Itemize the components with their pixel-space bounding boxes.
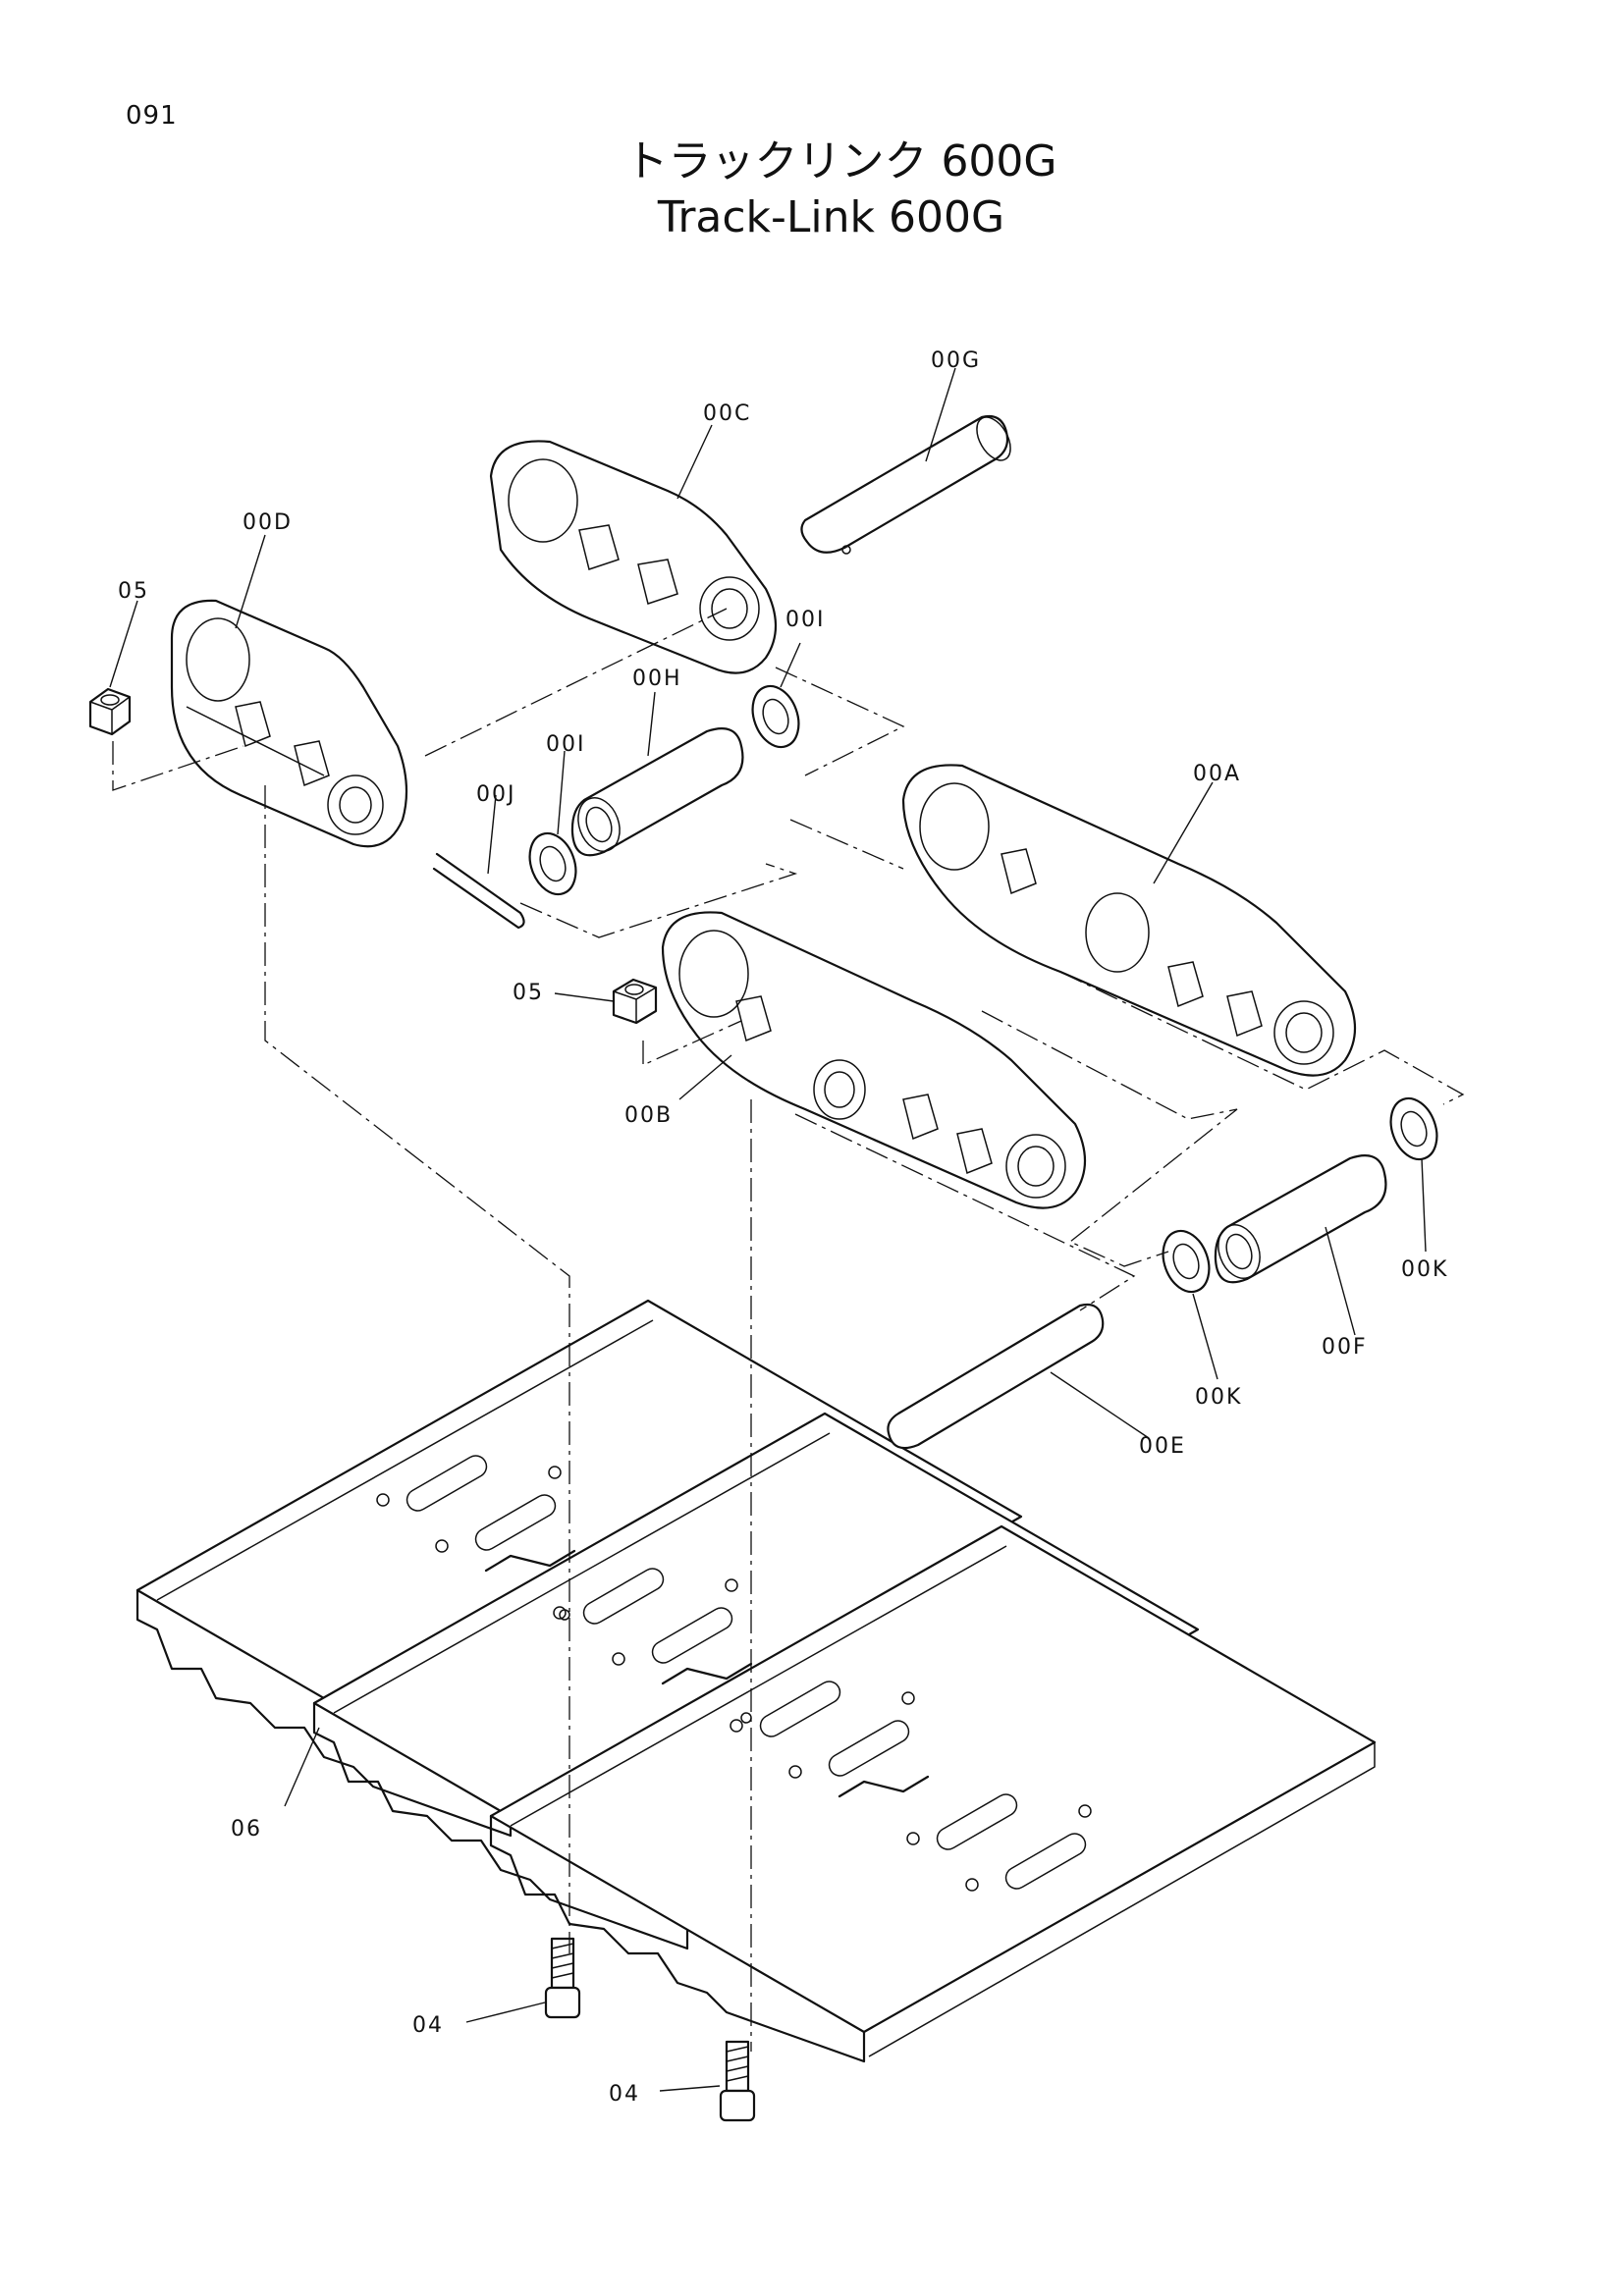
callout-00J: 00J <box>476 782 515 807</box>
seal-00I-right <box>751 684 800 749</box>
callout-labels: 00G 00C 00D 05 00I 00H 00I 00J 00A 05 00… <box>118 348 1448 2107</box>
seal-00K-lower <box>1162 1229 1211 1294</box>
page-number: 091 <box>126 101 178 131</box>
callout-00F: 00F <box>1322 1335 1368 1360</box>
callout-00A: 00A <box>1193 762 1241 786</box>
title-english: Track-Link 600G <box>657 192 1005 242</box>
bolt-04-left <box>544 1937 581 2019</box>
nut-05-upper <box>88 687 132 736</box>
callout-00G: 00G <box>931 348 981 373</box>
link-00C <box>489 440 777 674</box>
callout-00K-right: 00K <box>1401 1257 1448 1282</box>
pin-00G <box>800 414 1011 555</box>
bushing-00H <box>570 727 744 857</box>
title-japanese: トラックリンク 600G <box>624 136 1057 187</box>
callout-06: 06 <box>231 1817 262 1842</box>
link-00D <box>170 599 408 848</box>
callout-05-upper: 05 <box>118 579 149 604</box>
callout-00C: 00C <box>703 401 751 426</box>
callout-00I-right: 00I <box>785 608 825 632</box>
callout-00H: 00H <box>632 667 682 691</box>
leader-lines <box>109 367 1427 2092</box>
bushing-00F <box>1214 1154 1387 1284</box>
link-00B <box>661 911 1086 1209</box>
callout-04-right: 04 <box>609 2082 640 2107</box>
pin-00E <box>887 1303 1105 1450</box>
callout-00K-lower: 00K <box>1195 1385 1242 1410</box>
callout-00I-left: 00I <box>546 732 585 757</box>
pin-00J <box>432 852 525 930</box>
bolt-04-right <box>719 2040 756 2122</box>
assembly-center-lines <box>112 608 1465 2052</box>
callout-00D: 00D <box>243 510 293 535</box>
callout-05-lower: 05 <box>513 981 544 1005</box>
callout-04-left: 04 <box>412 2013 444 2038</box>
seal-00K-right <box>1389 1096 1438 1161</box>
link-00A <box>901 764 1356 1077</box>
nut-05-lower <box>612 978 658 1025</box>
callout-00B: 00B <box>624 1103 673 1128</box>
callout-00E: 00E <box>1139 1434 1186 1459</box>
track-shoe-assembly <box>135 1299 1377 2063</box>
seal-00I-left <box>528 831 577 896</box>
